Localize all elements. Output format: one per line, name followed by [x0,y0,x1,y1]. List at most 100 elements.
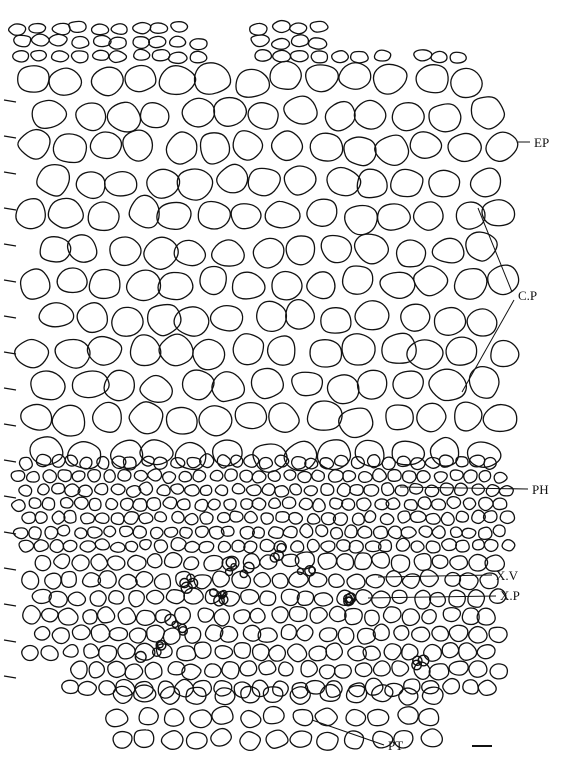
cell [90,591,106,606]
cell [268,336,295,365]
cell [69,21,86,32]
cell [451,527,463,537]
cell [80,457,92,469]
cell [177,169,212,200]
cell [272,607,288,623]
cell [447,497,461,509]
cell [446,337,477,365]
cell [307,401,342,430]
cell [450,470,463,481]
cell [419,709,439,726]
cell [255,50,271,62]
cell [241,590,259,605]
cell [272,271,302,299]
cell [31,51,47,61]
cell [147,625,165,642]
cell [337,554,354,570]
cell [187,458,201,468]
cell [113,732,132,749]
cell [291,541,304,552]
cell [125,66,156,92]
cell [57,525,69,536]
cell [165,527,178,537]
cell [424,644,442,661]
cell [134,470,147,481]
cell [42,498,54,510]
cell [156,610,171,623]
cell [328,470,343,482]
cell [300,524,313,538]
cell [43,470,56,483]
cell [380,514,393,525]
cell [432,238,464,263]
cell [38,484,50,495]
cell [63,540,77,551]
cell [190,710,212,728]
cell [317,732,338,750]
cell [139,513,153,524]
cell [326,643,342,660]
cell [95,483,108,494]
cell [392,590,407,603]
cell [482,200,515,226]
cell [123,130,153,161]
cell [260,539,275,551]
cell [204,555,223,570]
cell [272,38,290,49]
cell [489,627,507,642]
cell [35,626,50,640]
cell [35,512,47,524]
margin-hair [4,316,16,318]
cell [422,687,443,704]
cell [18,130,50,160]
cell [414,202,444,230]
cell [230,511,243,522]
cell [384,644,401,660]
cell [319,628,336,642]
cell [184,557,199,570]
cell [270,61,301,89]
cell [208,499,220,510]
cell [350,485,364,496]
cell [129,628,146,643]
cell [483,405,517,432]
cell [290,484,302,495]
cell [140,375,172,402]
cell [29,24,46,33]
cell [29,498,41,508]
cell [269,403,299,432]
cell [120,526,133,536]
cell [147,498,161,511]
cell [166,590,184,604]
cell [383,607,400,623]
cell [259,661,276,675]
cell [150,23,167,33]
cell [212,571,229,587]
cell [298,471,311,482]
cell [456,511,468,522]
cell [466,232,497,261]
cell [88,527,102,538]
cell [343,266,373,294]
margin-hair [4,280,16,282]
cell [224,499,236,510]
cell [133,37,149,49]
cell [284,166,316,195]
cell [368,455,380,468]
cell [108,556,125,570]
cell [281,624,296,639]
xylem-vessel [244,562,254,572]
cell [388,526,401,539]
cell [311,51,327,63]
cell [478,680,496,695]
cell [80,541,96,552]
cell [493,525,505,537]
cell [240,661,257,676]
cell [147,590,164,604]
cell [339,63,371,89]
cell [431,51,447,62]
cell [49,34,67,46]
cell [304,486,317,496]
cell [463,680,478,694]
cell [425,485,439,497]
